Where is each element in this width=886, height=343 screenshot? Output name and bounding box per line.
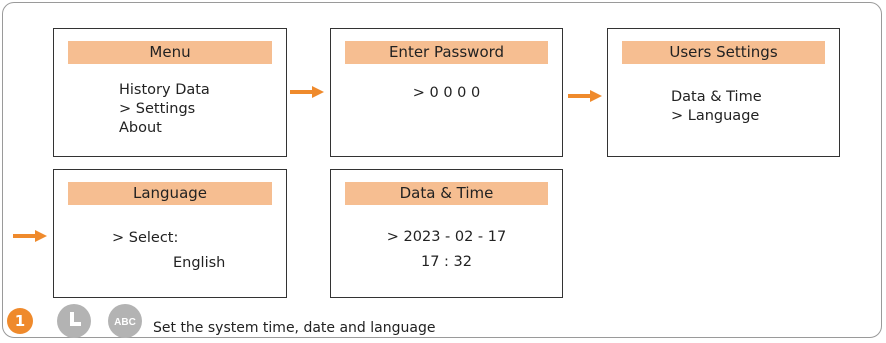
- users-item-language: > Language: [671, 108, 760, 124]
- menu-item-settings: > Settings: [119, 101, 196, 117]
- diagram-frame: [2, 2, 882, 338]
- datetime-screen-title: Data & Time: [345, 182, 548, 205]
- arrow-right-icon: [290, 86, 324, 98]
- language-screen: Language > Select: English: [53, 169, 287, 298]
- menu-screen: Menu History Data > Settings About: [53, 28, 287, 157]
- abc-icon-label: ABC: [114, 317, 136, 328]
- users-settings-screen-title: Users Settings: [622, 41, 825, 64]
- password-value: > 0 0 0 0: [412, 85, 481, 101]
- language-select-value: English: [173, 255, 226, 271]
- users-settings-screen: Users Settings Data & Time > Language: [607, 28, 840, 157]
- password-screen: Enter Password > 0 0 0 0: [330, 28, 563, 157]
- step-number-badge: 1: [7, 308, 33, 334]
- menu-item-history-data: History Data: [119, 82, 210, 98]
- abc-icon: ABC: [108, 304, 142, 338]
- users-item-data-time: Data & Time: [671, 89, 762, 105]
- datetime-date-value: > 2023 - 02 - 17: [386, 229, 507, 245]
- language-screen-title: Language: [68, 182, 272, 205]
- footer-caption: Set the system time, date and language: [153, 320, 436, 336]
- datetime-time-value: 17 : 32: [420, 254, 472, 270]
- menu-screen-title: Menu: [68, 41, 272, 64]
- datetime-screen: Data & Time > 2023 - 02 - 17 17 : 32: [330, 169, 563, 298]
- clock-icon: [57, 304, 91, 338]
- password-screen-title: Enter Password: [345, 41, 548, 64]
- language-select-label: > Select:: [112, 230, 179, 246]
- menu-item-about: About: [119, 120, 162, 136]
- arrow-right-icon: [13, 230, 47, 242]
- arrow-right-icon: [568, 90, 602, 102]
